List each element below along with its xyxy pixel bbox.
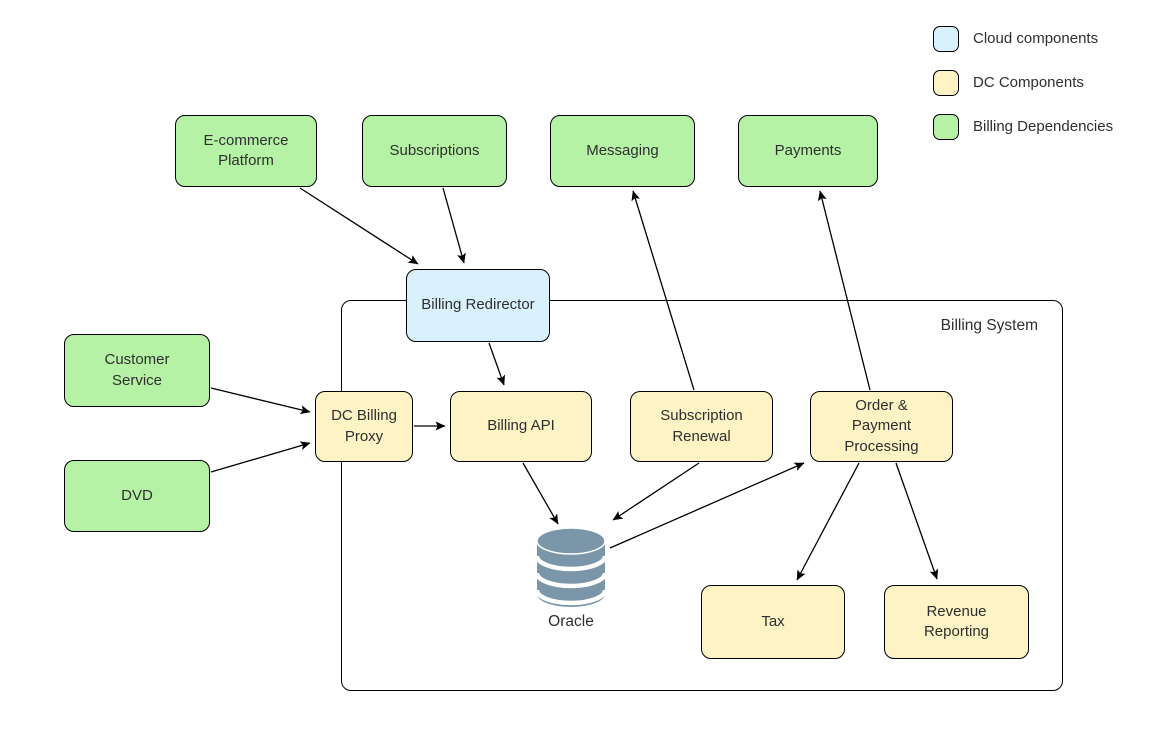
legend-item-dc: DC Components <box>933 69 1113 96</box>
node-dvd[interactable]: DVD <box>64 460 210 532</box>
cloud-swatch-icon <box>933 25 959 52</box>
node-billing-redirector[interactable]: Billing Redirector <box>406 269 550 342</box>
legend-item-dependency: Billing Dependencies <box>933 113 1113 140</box>
dependency-swatch-icon <box>933 113 959 140</box>
edge-dvd-to-dc-billing-proxy <box>210 441 311 473</box>
node-billing-api[interactable]: Billing API <box>450 391 592 462</box>
node-tax[interactable]: Tax <box>701 585 845 659</box>
node-dc-billing-proxy[interactable]: DC Billing Proxy <box>315 391 413 462</box>
legend-label: Cloud components <box>973 30 1099 47</box>
node-order-payment-processing[interactable]: Order & Payment Processing <box>810 391 953 462</box>
node-customer-service[interactable]: Customer Service <box>64 334 210 407</box>
billing-system-label: Billing System <box>940 317 1038 334</box>
edge-ecommerce-to-billing-redirector <box>299 187 419 265</box>
legend: Cloud components DC Components Billing D… <box>933 25 1113 157</box>
node-messaging[interactable]: Messaging <box>550 115 695 187</box>
edge-subscriptions-to-billing-redirector <box>442 187 466 264</box>
edge-customer-service-to-dc-billing-proxy <box>210 387 311 415</box>
node-ecommerce-platform[interactable]: E-commerce Platform <box>175 115 317 187</box>
legend-label: DC Components <box>973 74 1084 91</box>
dc-swatch-icon <box>933 69 959 96</box>
node-subscription-renewal[interactable]: Subscription Renewal <box>630 391 773 462</box>
billing-system-container: Billing System <box>341 300 1063 691</box>
node-subscriptions[interactable]: Subscriptions <box>362 115 507 187</box>
legend-label: Billing Dependencies <box>973 118 1114 135</box>
node-payments[interactable]: Payments <box>738 115 878 187</box>
legend-item-cloud: Cloud components <box>933 25 1113 52</box>
oracle-database-label: Oracle <box>548 613 594 630</box>
node-revenue-reporting[interactable]: Revenue Reporting <box>884 585 1029 659</box>
